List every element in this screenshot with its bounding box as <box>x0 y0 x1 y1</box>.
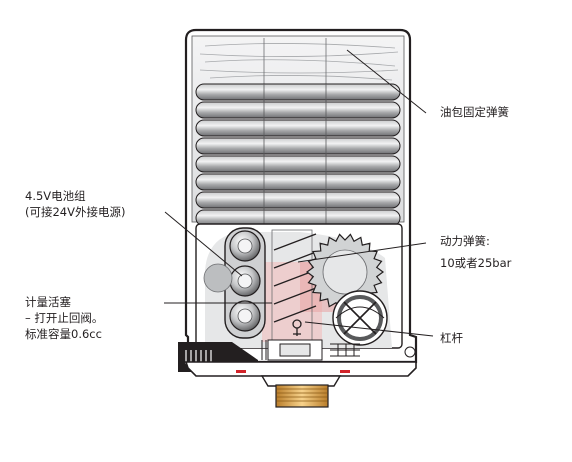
label-battery-pack: 4.5V电池组 (可接24V外接电源) <box>25 188 125 220</box>
label-power-spring: 动力弹簧: 10或者25bar <box>440 233 511 271</box>
label-piston-line3: 标准容量0.6cc <box>25 327 102 341</box>
housing-base <box>184 361 417 377</box>
ratchet-wheel <box>332 290 388 346</box>
label-battery-line1: 4.5V电池组 <box>25 189 86 203</box>
leader-lines <box>164 49 434 337</box>
label-lever: 杠杆 <box>440 331 463 345</box>
label-power-spring-line1: 动力弹簧: <box>440 234 490 248</box>
spring-coil <box>195 155 401 173</box>
spring-coil <box>195 191 401 209</box>
bottom-mechanism <box>261 339 416 361</box>
spring-coil <box>195 101 401 119</box>
brass-connector <box>260 375 342 408</box>
spring-coil <box>195 119 401 137</box>
spring-coil <box>195 137 401 155</box>
battery-pack <box>224 227 266 339</box>
label-power-spring-line2: 10或者25bar <box>440 256 512 270</box>
spring-coil <box>195 83 401 101</box>
power-spring <box>271 229 317 347</box>
spring-coil <box>195 173 401 191</box>
label-oil-bag-spring: 油包固定弹簧 <box>440 105 509 119</box>
lever-pivot <box>292 319 302 336</box>
label-metering-piston: 计量活塞 – 打开止回阀。 标准容量0.6cc <box>25 294 103 342</box>
label-piston-line1: 计量活塞 <box>25 295 71 309</box>
label-piston-line2: – 打开止回阀。 <box>25 311 104 325</box>
label-battery-line2: (可接24V外接电源) <box>25 205 126 219</box>
